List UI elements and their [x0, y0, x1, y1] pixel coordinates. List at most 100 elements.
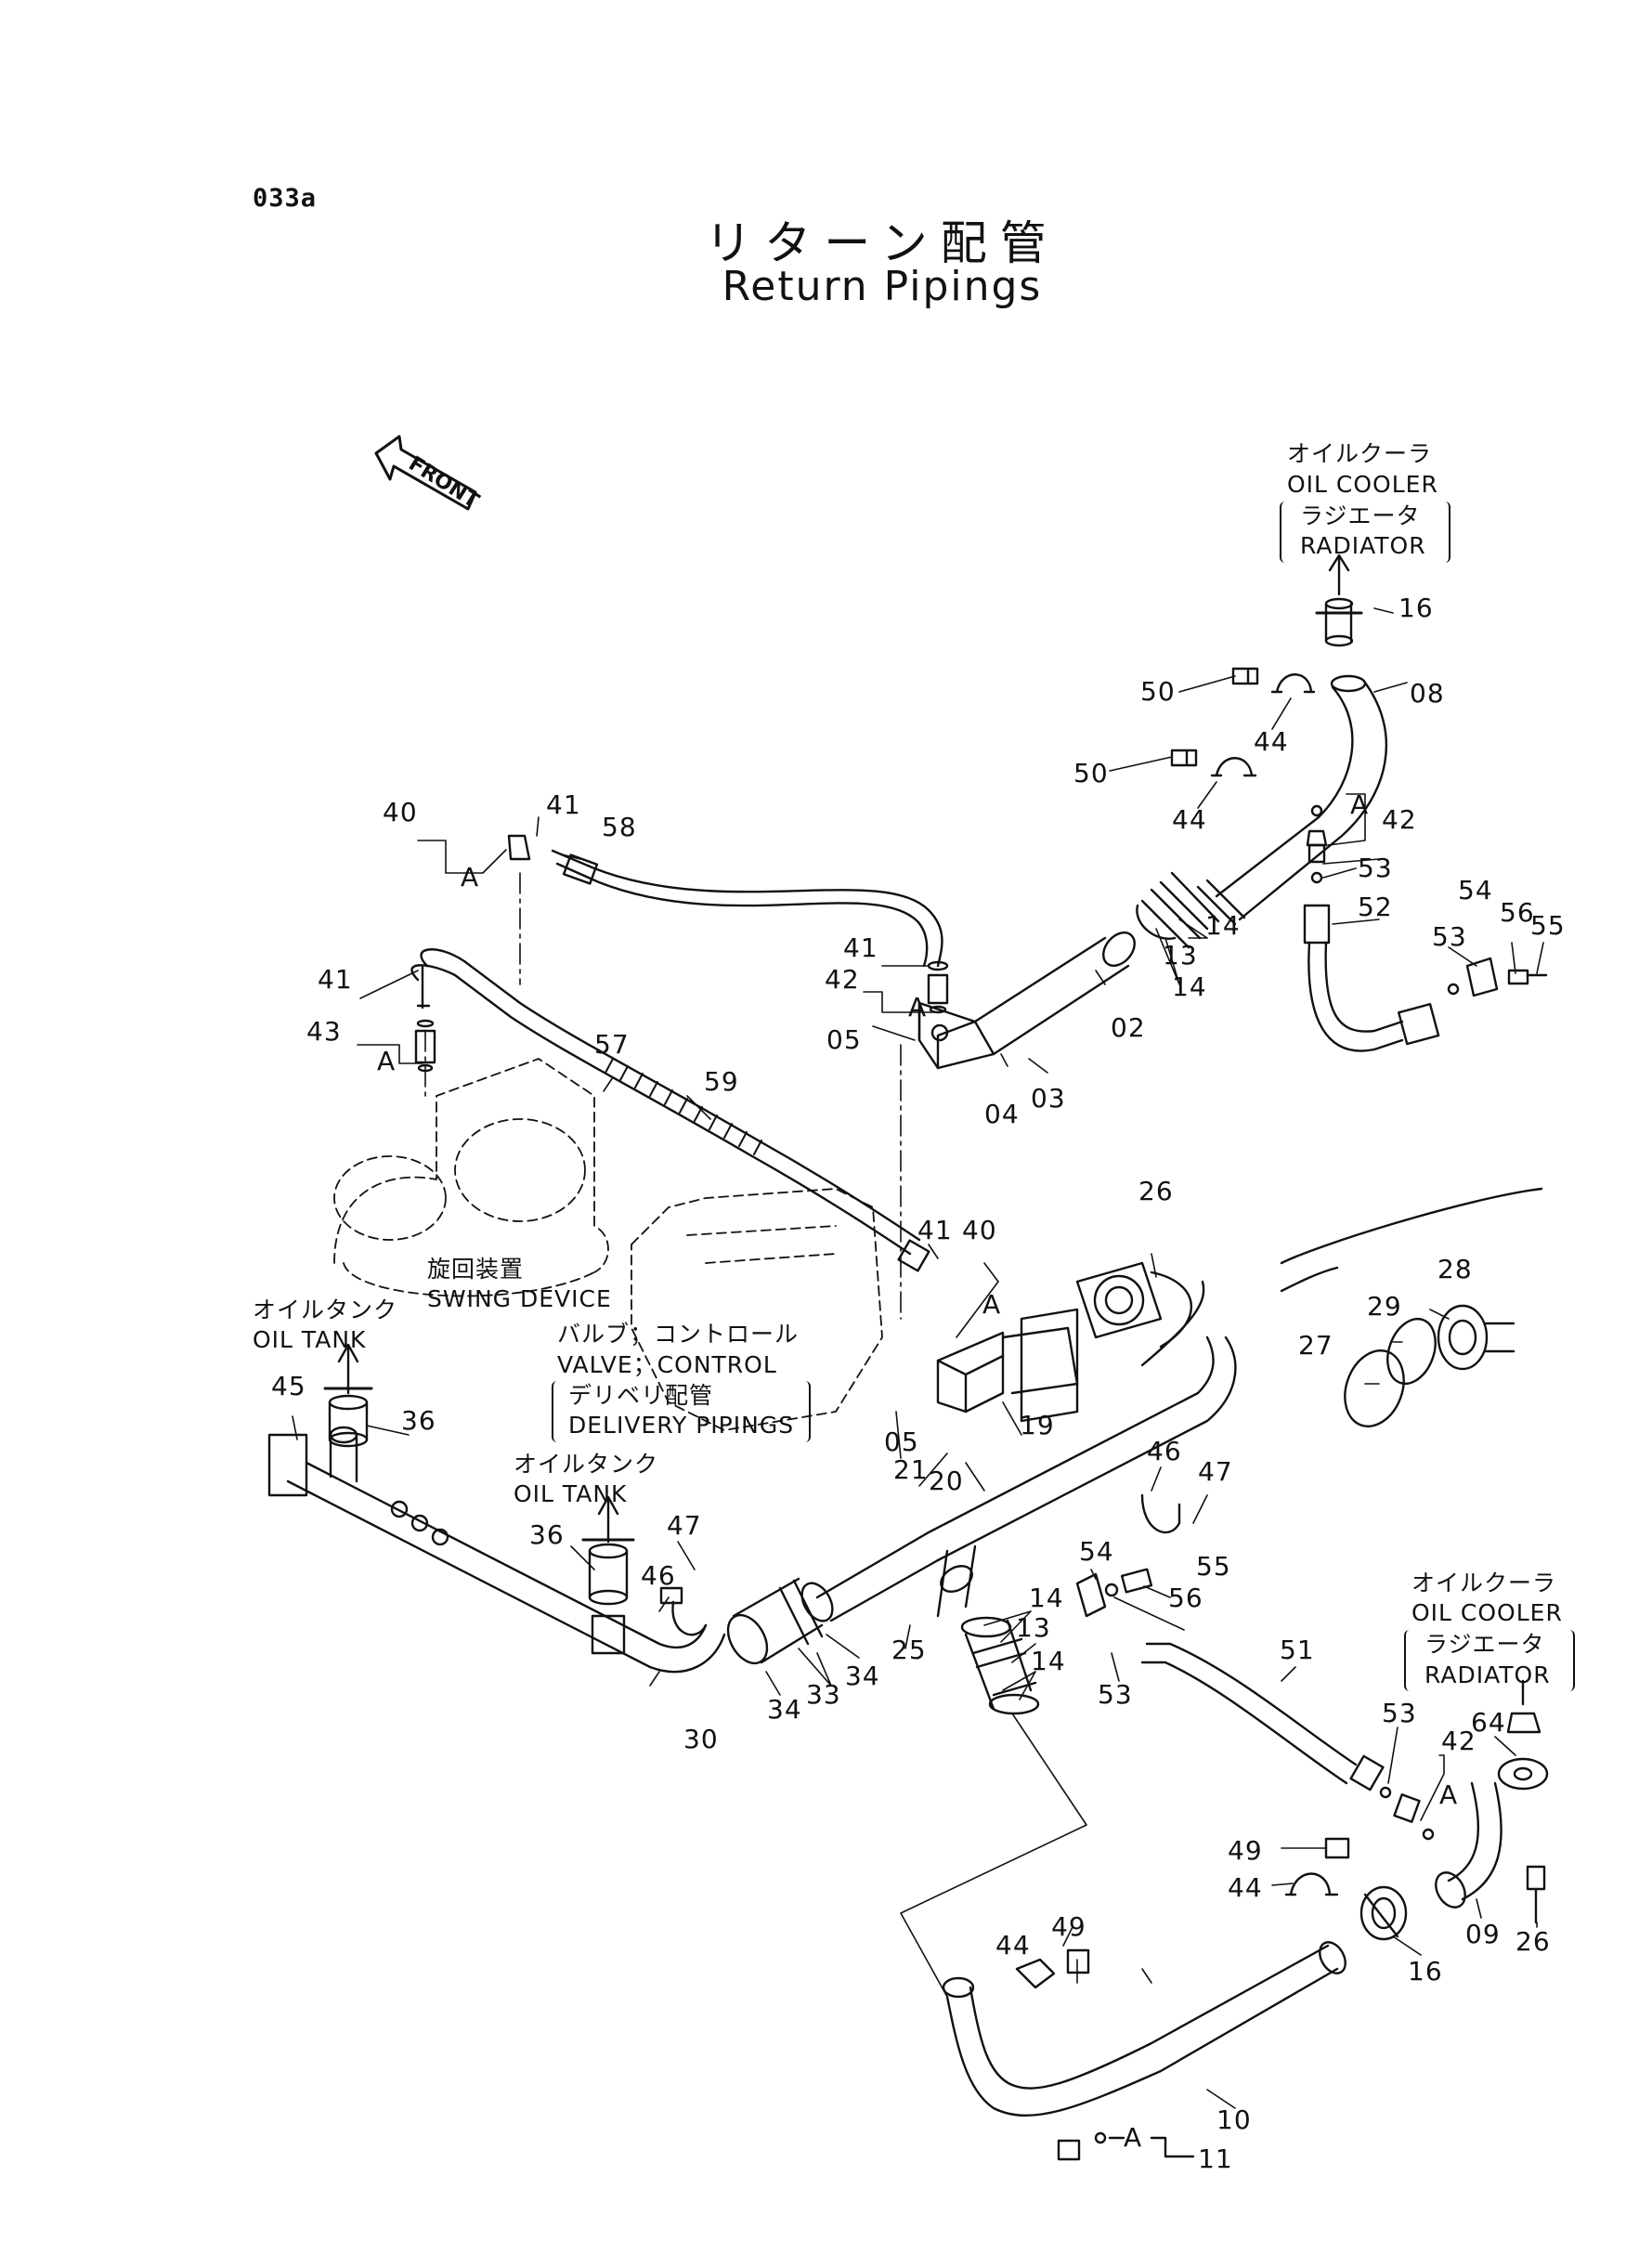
adapter-16-top	[1315, 554, 1363, 647]
front-label: FRONT	[404, 452, 483, 514]
detail-a-marker-6: A	[1439, 1779, 1459, 1810]
part-number-16b: 16	[1408, 1956, 1443, 1987]
part-number-40b: 40	[962, 1215, 997, 1245]
delivery-pipings-label-jp: デリベリ配管	[568, 1382, 714, 1409]
callout-leaders	[292, 607, 1544, 2109]
part-number-45: 45	[271, 1371, 306, 1401]
block-19	[936, 1308, 1079, 1423]
part-number-27: 27	[1298, 1330, 1333, 1361]
part-number-28: 28	[1437, 1254, 1473, 1284]
part-number-50b: 50	[1073, 758, 1109, 788]
detail-a-marker-5: A	[982, 1289, 1002, 1320]
part-number-53: 53	[1358, 853, 1393, 883]
hose-52	[1303, 904, 1440, 1052]
oil-cooler-label-upper: OIL COOLER	[1287, 471, 1438, 498]
part-number-50: 50	[1140, 676, 1176, 707]
part-number-49: 49	[1228, 1835, 1263, 1866]
part-number-53d: 53	[1382, 1698, 1417, 1728]
part-number-59: 59	[704, 1066, 739, 1097]
part-number-30: 30	[683, 1724, 719, 1754]
pipe-09	[1435, 1757, 1549, 1909]
swing-device-label-jp: 旋回装置	[427, 1256, 525, 1283]
control-valve-label: VALVE；CONTROL	[557, 1351, 777, 1378]
oil-tank-label-jp-center: オイルタンク	[514, 1451, 659, 1478]
oil-tank-label-jp-left: オイルタンク	[253, 1296, 398, 1323]
part-number-02: 02	[1111, 1012, 1146, 1043]
part-number-42c: 42	[1441, 1726, 1476, 1756]
part-number-34b: 34	[845, 1661, 880, 1691]
fitting-43	[414, 1019, 436, 1073]
part-number-29: 29	[1367, 1291, 1402, 1322]
part-number-36: 36	[401, 1405, 436, 1436]
bolt-26-lower	[1526, 1865, 1546, 1924]
oil-tank-label-center: OIL TANK	[514, 1480, 628, 1507]
part-number-19: 19	[1020, 1410, 1055, 1440]
clamp-46	[659, 1493, 1181, 1636]
part-number-34: 34	[767, 1694, 802, 1725]
clamp-44-upper	[1170, 667, 1316, 777]
connector-42	[1306, 804, 1328, 884]
part-number-44c: 44	[1228, 1872, 1263, 1903]
part-number-58: 58	[602, 812, 637, 842]
part-number-25: 25	[891, 1635, 927, 1665]
pipe-02	[917, 932, 1136, 1070]
part-number-57: 57	[594, 1029, 630, 1060]
radiator-label-lower: RADIATOR	[1424, 1661, 1551, 1688]
cap-28	[1280, 1187, 1543, 1427]
part-number-04: 04	[984, 1099, 1020, 1129]
control-valve-label-jp: バルブ；コントロール	[557, 1321, 800, 1348]
part-number-33: 33	[806, 1679, 841, 1710]
pipe-08	[1196, 674, 1388, 926]
part-number-44b: 44	[1172, 804, 1207, 835]
part-number-46: 46	[1147, 1436, 1182, 1466]
part-number-55: 55	[1530, 910, 1566, 941]
swing-device-outline	[333, 1058, 609, 1297]
page-title-japanese: リターン配管	[705, 216, 1060, 270]
part-number-40: 40	[383, 797, 418, 827]
part-number-03: 03	[1031, 1083, 1066, 1114]
part-number-47: 47	[1198, 1456, 1233, 1487]
detail-a-marker-7: A	[1124, 2122, 1143, 2153]
part-number-10: 10	[1216, 2104, 1252, 2135]
page-title: Return Pipings	[722, 263, 1043, 310]
part-number-14c: 14	[1029, 1583, 1064, 1613]
hose-57-59	[410, 948, 930, 1272]
part-number-05b: 05	[884, 1427, 919, 1457]
swing-device-label: SWING DEVICE	[427, 1285, 612, 1312]
part-number-13: 13	[1163, 940, 1198, 971]
oil-tank-label-left: OIL TANK	[253, 1326, 367, 1353]
delivery-pipings-bracket	[552, 1381, 811, 1442]
radiator-bracket-upper	[1280, 502, 1450, 563]
part-number-14b: 14	[1172, 971, 1207, 1002]
radiator-label-jp-lower: ラジエータ	[1424, 1631, 1545, 1658]
oil-cooler-label-jp-lower: オイルクーラ	[1411, 1570, 1557, 1596]
bracket-54-lower	[1075, 1568, 1153, 1618]
part-number-46b: 46	[641, 1560, 676, 1591]
hose-13-upper	[1136, 871, 1220, 949]
fitting-42-center	[927, 960, 949, 1014]
part-number-36b: 36	[529, 1519, 565, 1550]
part-number-08: 08	[1410, 678, 1445, 709]
part-number-14d: 14	[1031, 1646, 1066, 1676]
plug-11	[1057, 2131, 1195, 2161]
radiator-label-jp-upper: ラジエータ	[1300, 502, 1421, 529]
part-number-64: 64	[1471, 1707, 1506, 1738]
adapter-36-left	[323, 1343, 373, 1448]
part-number-54: 54	[1458, 875, 1493, 905]
leader-lines	[900, 1713, 1087, 1998]
delivery-pipings-label: DELIVERY PIPINGS	[568, 1412, 795, 1439]
oil-cooler-label-lower: OIL COOLER	[1411, 1599, 1563, 1626]
part-number-20: 20	[929, 1466, 964, 1496]
radiator-label-upper: RADIATOR	[1300, 532, 1426, 559]
part-number-21: 21	[893, 1454, 929, 1485]
hose-58	[507, 834, 943, 968]
radiator-bracket-lower	[1404, 1630, 1575, 1691]
part-number-41b: 41	[843, 932, 878, 963]
part-number-16: 16	[1398, 593, 1434, 623]
part-number-49b: 49	[1051, 1911, 1086, 1942]
part-number-53b: 53	[1432, 921, 1467, 952]
part-number-11: 11	[1198, 2143, 1233, 2174]
adapter-36-center	[581, 1495, 635, 1655]
part-number-54b: 54	[1079, 1536, 1114, 1567]
